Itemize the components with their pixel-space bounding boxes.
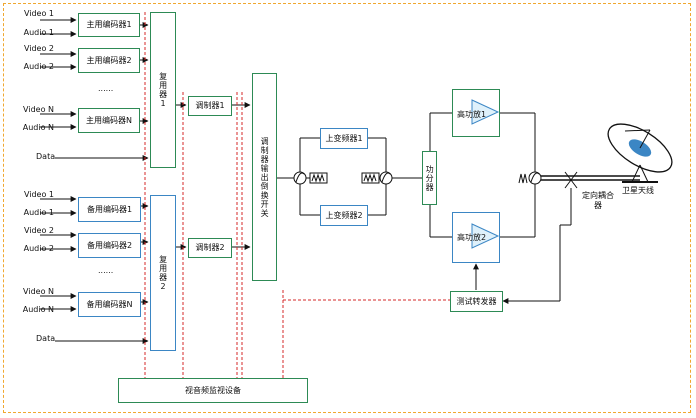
ellipsis: ...... bbox=[98, 266, 114, 275]
high-power-amplifier-1: 高功放1 bbox=[452, 89, 500, 137]
video-input-label: Video 1 bbox=[23, 9, 54, 18]
backup-encoder-n: 备用编码器N bbox=[78, 292, 141, 317]
audio-input-label: Audio N bbox=[22, 123, 54, 132]
modulator-1: 调制器1 bbox=[188, 96, 232, 116]
audio-input-label: Audio 1 bbox=[23, 208, 54, 217]
modulator-output-switch: 调制器输出倒换开关 bbox=[252, 73, 277, 281]
audio-input-label: Audio 2 bbox=[23, 244, 54, 253]
video-input-label: Video N bbox=[23, 105, 54, 114]
audio-input-label: Audio N bbox=[22, 305, 54, 314]
primary-encoder-n: 主用编码器N bbox=[78, 108, 140, 133]
data-input-label: Data bbox=[36, 152, 56, 161]
av-monitor-equipment: 视音频监视设备 bbox=[118, 378, 308, 403]
audio-input-label: Audio 2 bbox=[23, 62, 54, 71]
upconverter-1: 上变频器1 bbox=[320, 128, 368, 149]
video-input-label: Video 2 bbox=[23, 226, 54, 235]
satellite-antenna-label: 卫星天线 bbox=[622, 186, 654, 195]
backup-encoder-1: 备用编码器1 bbox=[78, 197, 141, 222]
video-input-label: Video 2 bbox=[23, 44, 54, 53]
coupler-text: 定向耦合器 bbox=[582, 191, 614, 210]
high-power-amplifier-2: 高功放2 bbox=[452, 212, 500, 263]
multiplexer-1: 复用器1 bbox=[150, 12, 176, 168]
outer-frame bbox=[3, 3, 691, 413]
modulator-2: 调制器2 bbox=[188, 238, 232, 258]
test-converter: 测试转发器 bbox=[450, 291, 503, 312]
primary-encoder-2: 主用编码器2 bbox=[78, 48, 140, 73]
hpa-1-label: 高功放1 bbox=[457, 110, 487, 119]
backup-encoder-2: 备用编码器2 bbox=[78, 233, 141, 258]
multiplexer-2: 复用器2 bbox=[150, 195, 176, 351]
video-input-label: Video N bbox=[23, 287, 54, 296]
directional-coupler-label: 定向耦合器 bbox=[582, 191, 614, 210]
power-divider: 功分器 bbox=[422, 151, 437, 205]
video-input-label: Video 1 bbox=[23, 190, 54, 199]
hpa-2-label: 高功放2 bbox=[457, 233, 487, 242]
primary-encoder-1: 主用编码器1 bbox=[78, 13, 140, 37]
upconverter-2: 上变频器2 bbox=[320, 205, 368, 226]
audio-input-label: Audio 1 bbox=[23, 28, 54, 37]
ellipsis: ...... bbox=[98, 84, 114, 93]
data-input-label: Data bbox=[36, 334, 56, 343]
